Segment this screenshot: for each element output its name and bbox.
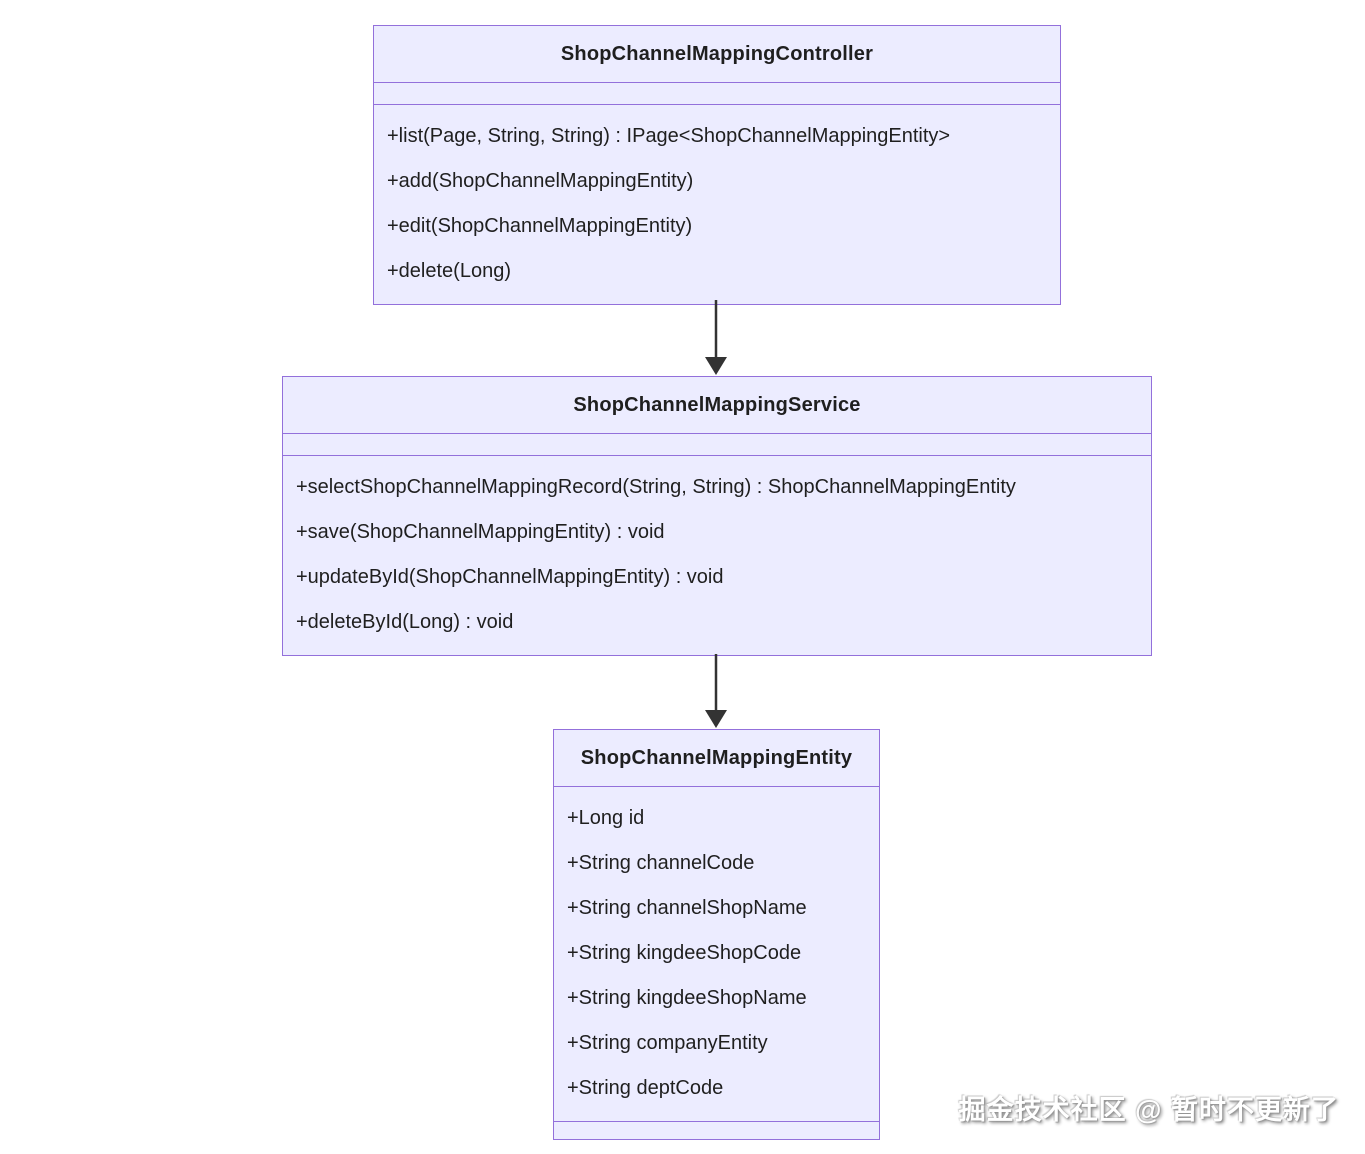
- attribute-row: +String deptCode: [567, 1077, 724, 1099]
- class-box-shop-channel-mapping-entity: ShopChannelMappingEntity +Long id +Strin…: [553, 729, 880, 1140]
- method-row: +updateById(ShopChannelMappingEntity) : …: [296, 566, 724, 588]
- edge-service-to-entity-arrow-icon: [705, 654, 727, 728]
- attribute-row: +String kingdeeShopCode: [567, 942, 802, 964]
- class-title: ShopChannelMappingEntity: [580, 746, 853, 769]
- attributes-compartment: +Long id +String channelCode +String cha…: [554, 786, 879, 1121]
- method-row: +edit(ShopChannelMappingEntity): [387, 215, 693, 237]
- method-row: +deleteById(Long) : void: [296, 611, 514, 633]
- attributes-compartment-empty: [374, 82, 1060, 104]
- method-row: +selectShopChannelMappingRecord(String, …: [296, 476, 1016, 498]
- class-box-shop-channel-mapping-service: ShopChannelMappingService +selectShopCha…: [282, 376, 1152, 656]
- class-title: ShopChannelMappingService: [573, 393, 861, 416]
- attribute-row: +String companyEntity: [567, 1032, 768, 1054]
- method-row: +delete(Long): [387, 260, 511, 282]
- edge-controller-to-service-arrow-icon: [705, 300, 727, 375]
- methods-compartment-empty: [554, 1121, 879, 1139]
- method-row: +save(ShopChannelMappingEntity) : void: [296, 521, 665, 543]
- method-row: +add(ShopChannelMappingEntity): [387, 170, 694, 192]
- attribute-row: +String kingdeeShopName: [567, 987, 807, 1009]
- attribute-row: +String channelShopName: [567, 897, 807, 919]
- methods-compartment: +list(Page, String, String) : IPage<Shop…: [374, 104, 1060, 304]
- methods-compartment: +selectShopChannelMappingRecord(String, …: [283, 455, 1151, 655]
- watermark-text: 掘金技术社区 @ 暂时不更新了: [958, 1095, 1339, 1125]
- class-box-shop-channel-mapping-controller: ShopChannelMappingController +list(Page,…: [373, 25, 1061, 305]
- attribute-row: +Long id: [567, 807, 645, 829]
- attribute-row: +String channelCode: [567, 852, 755, 874]
- method-row: +list(Page, String, String) : IPage<Shop…: [387, 125, 951, 147]
- class-title: ShopChannelMappingController: [560, 42, 874, 65]
- attributes-compartment-empty: [283, 433, 1151, 455]
